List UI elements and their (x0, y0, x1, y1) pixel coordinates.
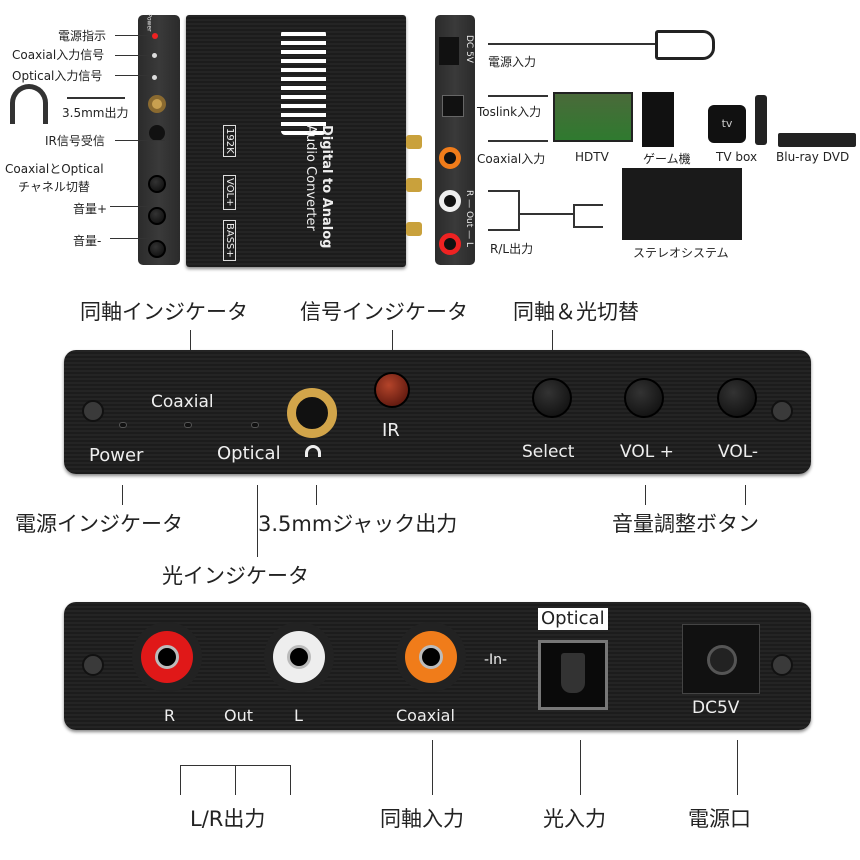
mark-in: -In- (484, 652, 508, 668)
mark-optical: Optical (217, 443, 281, 464)
l-port (439, 190, 461, 212)
headphones-icon (10, 84, 48, 124)
coaxial-led (184, 422, 192, 428)
front-panel: Power Coaxial Optical IR Select VOL + VO… (64, 350, 811, 474)
logo-icon (281, 30, 326, 135)
device-title-1: Digital to Analog (319, 125, 334, 249)
callout-lr-output: L/R出力 (190, 807, 266, 831)
tv-box-image: tv (708, 105, 746, 143)
dc-jack (439, 37, 459, 65)
r-port (439, 233, 461, 255)
stereo-image (622, 168, 742, 240)
headphone-jack (148, 95, 166, 113)
power-adapter-icon (655, 30, 715, 60)
callout-35mm-jack: 3.5mmジャック出力 (258, 512, 458, 536)
label-power-indicator: 電源指示 (58, 29, 107, 43)
side-out-mark: R — Out — L (464, 190, 474, 248)
optical-input-port[interactable] (538, 640, 608, 710)
device-game: ゲーム機 (643, 152, 691, 166)
ir-receiver (149, 125, 165, 141)
badge-192k: 192K (223, 125, 236, 157)
coaxial-led (152, 53, 157, 58)
l-output-jack[interactable] (264, 622, 334, 692)
label-ir: IR信号受信 (45, 134, 105, 148)
mark-l: L (294, 706, 303, 725)
rear-side-panel: DC 5V R — Out — L (435, 15, 475, 265)
callout-coaxial-indicator: 同軸インジケータ (80, 300, 248, 324)
hdtv-image (553, 92, 633, 142)
device-top-view: Digital to Analog Audio Converter 192K V… (186, 15, 406, 267)
coaxial-port (439, 147, 461, 169)
callout-switch: 同軸＆光切替 (513, 300, 639, 324)
headphone-jack[interactable] (287, 388, 337, 438)
rear-panel: R Out L Coaxial -In- DC5V (64, 602, 811, 730)
mark-ir: IR (382, 420, 400, 441)
device-bluray: Blu-ray DVD (776, 150, 850, 164)
label-coaxial-signal: Coaxial入力信号 (12, 48, 105, 62)
callout-signal-indicator: 信号インジケータ (300, 300, 468, 324)
callout-power-port: 電源口 (688, 807, 751, 831)
mark-optical-top: Optical (538, 608, 608, 630)
mark-coaxial: Coaxial (151, 392, 214, 412)
side-power-mark: Power (145, 13, 153, 32)
power-led (119, 422, 127, 428)
label-coaxial-input: Coaxial入力 (477, 152, 546, 166)
vol-up-button[interactable] (624, 378, 664, 418)
badge-vol: VOL+ (223, 175, 236, 210)
label-35mm-out: 3.5mm出力 (62, 106, 129, 120)
label-optical-signal: Optical入力信号 (12, 69, 103, 83)
optical-led (152, 75, 157, 80)
mark-select: Select (522, 442, 575, 462)
bluray-image (778, 133, 856, 147)
game-console-image (642, 92, 674, 147)
vol-up-button[interactable] (148, 207, 166, 225)
optical-led (251, 422, 259, 428)
label-select-1: CoaxialとOptical (5, 162, 104, 176)
callout-optical-indicator: 光インジケータ (162, 564, 309, 588)
front-side-panel: Power (138, 13, 180, 265)
headphone-icon (305, 445, 321, 457)
mark-r: R (164, 706, 176, 725)
power-led (152, 33, 158, 39)
optical-port (442, 95, 464, 117)
badge-bass: BASS+ (223, 220, 236, 261)
label-select-2: チャネル切替 (18, 180, 90, 194)
label-vol-up: 音量+ (73, 202, 108, 216)
coaxial-input-jack[interactable] (396, 622, 466, 692)
label-power-input: 電源入力 (488, 55, 537, 69)
callout-optical-input: 光入力 (543, 807, 606, 831)
mark-power: Power (89, 445, 144, 466)
mark-vol-down: VOL- (718, 442, 759, 462)
dc-power-jack[interactable] (682, 624, 760, 694)
select-button[interactable] (148, 175, 166, 193)
device-tv-box: TV box (716, 150, 758, 164)
mark-coaxial: Coaxial (396, 706, 455, 725)
device-hdtv: HDTV (575, 150, 609, 164)
device-title-2: Audio Converter (303, 125, 318, 231)
callout-power-indicator: 電源インジケータ (15, 512, 183, 536)
vol-down-button[interactable] (148, 240, 166, 258)
side-dc-mark: DC 5V (464, 35, 474, 63)
label-stereo: ステレオシステム (633, 246, 729, 260)
mark-vol-up: VOL + (620, 442, 674, 462)
ir-receiver (374, 372, 410, 408)
r-output-jack[interactable] (132, 622, 202, 692)
label-rl-output: R/L出力 (490, 242, 534, 256)
callout-coaxial-input: 同軸入力 (380, 807, 464, 831)
callout-volume-buttons: 音量調整ボタン (612, 512, 759, 536)
label-vol-down: 音量- (73, 234, 102, 248)
mark-out: Out (224, 706, 254, 725)
select-button[interactable] (532, 378, 572, 418)
vol-down-button[interactable] (717, 378, 757, 418)
label-toslink: Toslink入力 (477, 105, 542, 119)
mark-dc5v: DC5V (692, 698, 740, 718)
